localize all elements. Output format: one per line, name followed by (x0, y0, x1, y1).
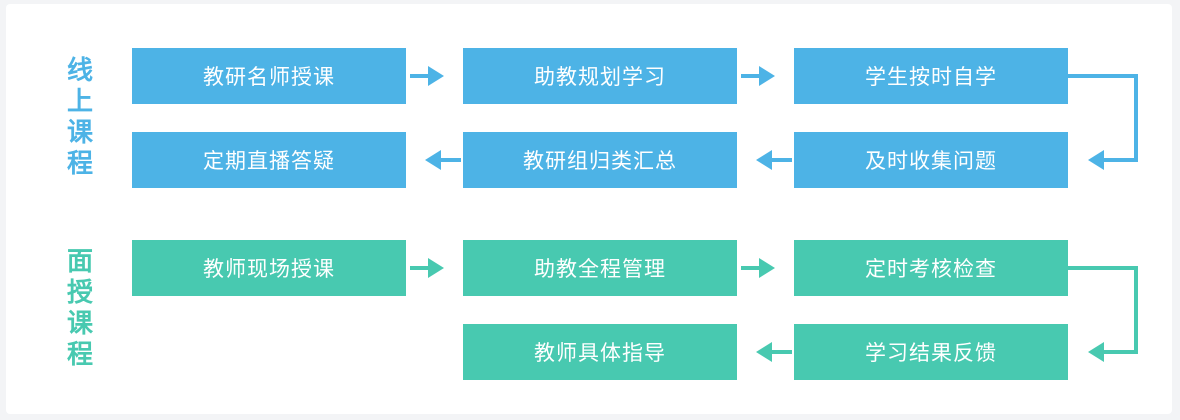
online-step-assistant-planning: 助教规划学习 (463, 48, 737, 104)
online-step-collect-questions: 及时收集问题 (794, 132, 1068, 188)
offline-step-result-feedback: 学习结果反馈 (794, 324, 1068, 380)
offline-step-scheduled-exam: 定时考核检查 (794, 240, 1068, 296)
online-course-label: 线 上 课 程 (66, 56, 93, 179)
online-step-live-qa: 定期直播答疑 (132, 132, 406, 188)
offline-step-onsite-lecture: 教师现场授课 (132, 240, 406, 296)
offline-step-specific-guidance: 教师具体指导 (463, 324, 737, 380)
online-step-self-study: 学生按时自学 (794, 48, 1068, 104)
online-step-teacher-lecture: 教研名师授课 (132, 48, 406, 104)
offline-step-full-management: 助教全程管理 (463, 240, 737, 296)
online-step-research-summary: 教研组归类汇总 (463, 132, 737, 188)
offline-course-label: 面 授 课 程 (66, 247, 93, 370)
